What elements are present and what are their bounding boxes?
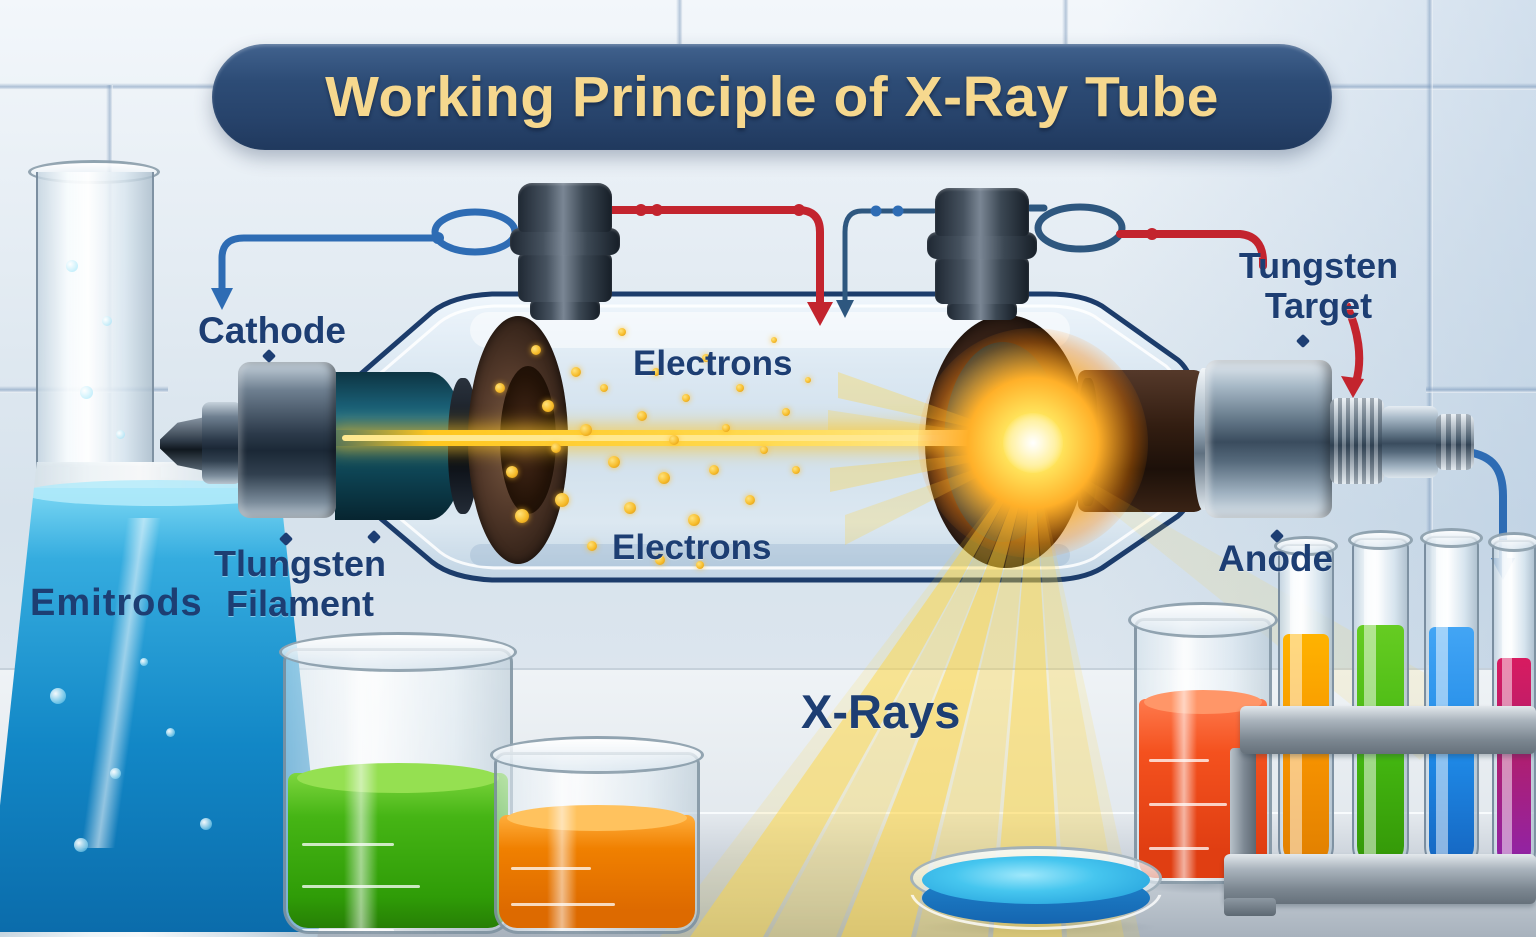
flask-liquid [0, 480, 324, 932]
bubble [66, 260, 78, 272]
glass-highlight [547, 755, 577, 931]
label-electrons-top: Electrons [633, 344, 793, 383]
electron-dot [722, 424, 730, 432]
electron-dot [515, 509, 529, 523]
electron-dot [792, 466, 800, 474]
label-tungsten-target: Tungsten Target [1238, 245, 1399, 327]
tile-line [1426, 0, 1433, 665]
beaker-orange-rim [490, 736, 704, 774]
electron-dot [669, 435, 679, 445]
filament-holder [335, 372, 465, 520]
beaker-green [283, 648, 513, 934]
electron-dot [688, 514, 700, 526]
electron-dot [655, 555, 665, 565]
flask-neck [36, 172, 154, 484]
electron-dot [542, 400, 554, 412]
tube-rim [1348, 530, 1413, 550]
test-tube-blue [1424, 536, 1479, 874]
electron-dot [771, 337, 777, 343]
electron-dot [745, 495, 755, 505]
electron-dot [580, 424, 592, 436]
anode-collar [1205, 360, 1332, 518]
tile-line [1062, 0, 1069, 46]
cathode-ring-small [202, 402, 242, 484]
tile-line [1426, 386, 1536, 393]
bubble [116, 430, 125, 439]
tile-line [676, 0, 683, 46]
rack-bar-bottom [1224, 854, 1536, 904]
cathode-terminal-body [518, 252, 612, 302]
label-xrays: X-Rays [801, 685, 961, 738]
electron-dot [587, 541, 597, 551]
beaker-orange-liquid [499, 805, 695, 928]
electron-dot [805, 377, 811, 383]
beaker-green-rim [279, 632, 517, 672]
electron-dot [495, 383, 505, 393]
electron-dot [608, 456, 620, 468]
liquid-surface [296, 763, 500, 793]
anode-terminal-ring [927, 232, 1037, 259]
cylinder-rim [1128, 602, 1278, 638]
rack-post [1230, 748, 1256, 860]
electron-dot [555, 493, 569, 507]
bubble [102, 316, 112, 326]
glass-highlight [1171, 621, 1197, 881]
anode-terminal-neck [947, 300, 1017, 320]
rack-bar-top [1240, 706, 1536, 754]
beaker-orange [494, 752, 700, 934]
electron-dot [506, 466, 518, 478]
label-anode: Anode [1218, 538, 1334, 579]
electron-dot [696, 561, 704, 569]
glass-highlight [344, 651, 378, 931]
tube-rim [1274, 536, 1338, 556]
impact-glow-core [1003, 413, 1063, 473]
title-banner: Working Principle of X-Ray Tube [212, 44, 1332, 150]
electron-dot [618, 328, 626, 336]
electron-dot [736, 384, 744, 392]
electron-dot [709, 465, 719, 475]
cathode-terminal-ring [510, 228, 620, 255]
rack-foot [1224, 898, 1276, 916]
electron-dot [531, 345, 541, 355]
electron-dot [652, 368, 660, 376]
tube-rim [1420, 528, 1483, 548]
label-flask: Emitrods [30, 582, 203, 624]
tube-rim [1488, 532, 1536, 552]
electron-dot [624, 502, 636, 514]
anode-tip-ridged [1436, 414, 1474, 470]
bubble [80, 386, 93, 399]
anode-shaft [1382, 406, 1438, 478]
label-electrons-bottom: Electrons [612, 528, 772, 567]
electron-dot [782, 408, 790, 416]
anode-terminal-cap [935, 188, 1029, 236]
electron-dot [682, 394, 690, 402]
electron-dot [760, 446, 768, 454]
glass-highlight [1436, 538, 1448, 872]
electron-dot [600, 384, 608, 392]
cathode-collar [238, 362, 336, 518]
liquid-surface [506, 805, 688, 831]
beaker-green-liquid [288, 763, 508, 931]
flask-body [0, 462, 324, 937]
electron-beam-core [342, 435, 1030, 441]
page-title: Working Principle of X-Ray Tube [325, 65, 1219, 129]
electron-dot [702, 354, 710, 362]
cathode-terminal-cap [518, 183, 612, 232]
electron-dot [658, 472, 670, 484]
electron-dot [637, 411, 647, 421]
cathode-terminal-neck [530, 298, 600, 320]
electron-dot [571, 367, 581, 377]
label-tungsten-filament: Tlungsten Filament [214, 543, 386, 625]
anode-terminal-body [935, 256, 1029, 304]
electron-dot [551, 443, 561, 453]
anode-shaft-ridged [1330, 398, 1384, 484]
label-cathode: Cathode [198, 310, 346, 351]
